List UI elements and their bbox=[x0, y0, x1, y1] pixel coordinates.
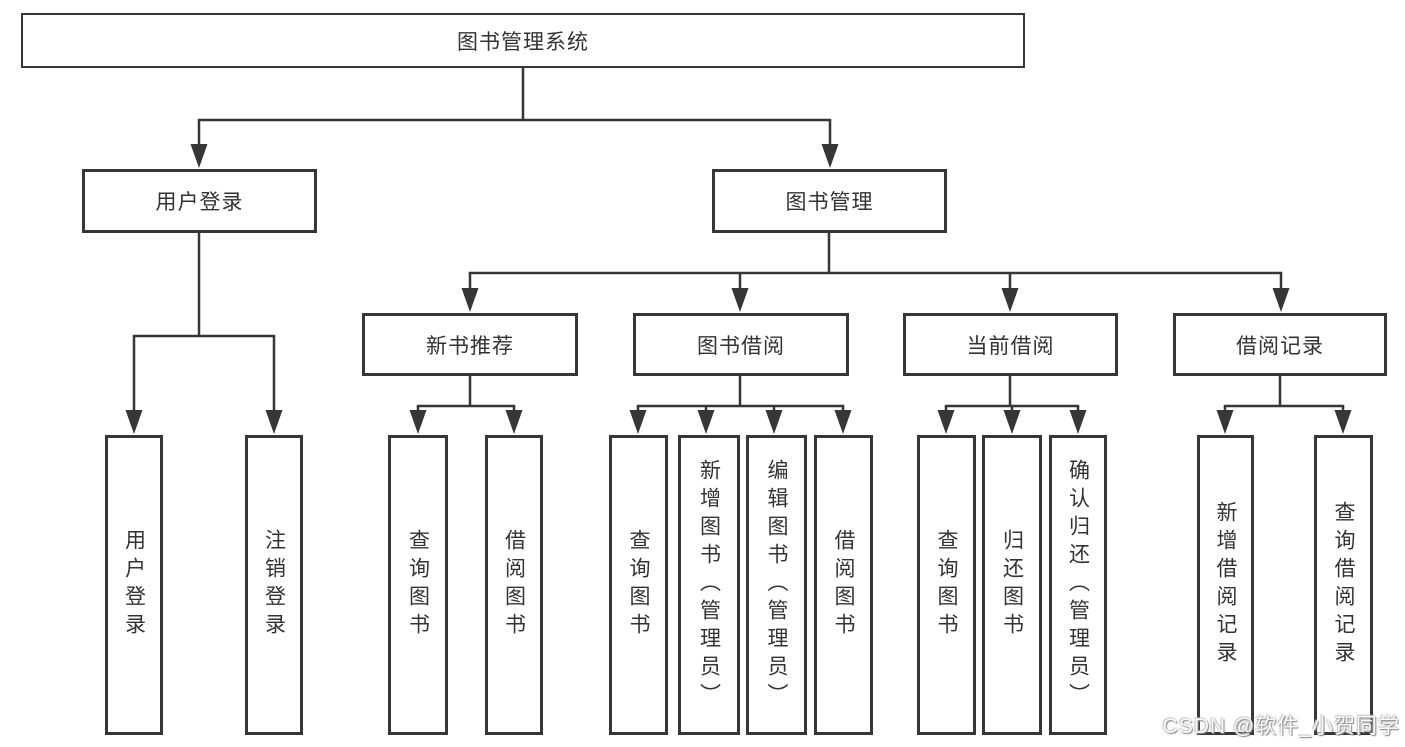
leaf-user-login-action-label: 用户登录 bbox=[122, 529, 146, 641]
node-book-management: 图书管理 bbox=[712, 169, 947, 233]
leaf-user-login-action: 用户登录 bbox=[105, 435, 163, 735]
node-root-label: 图书管理系统 bbox=[457, 30, 589, 54]
leaf-records-query-borrow-record: 查询借阅记录 bbox=[1314, 435, 1373, 735]
leaf-current-confirm-return: 确认归还（管理员） bbox=[1049, 435, 1107, 735]
leaf-borrowing-query-books: 查询图书 bbox=[609, 435, 668, 735]
leaf-borrowing-add-books-label: 新增图书（管理员） bbox=[697, 459, 721, 711]
leaf-current-query-books-label: 查询图书 bbox=[935, 529, 958, 641]
node-current-borrowing: 当前借阅 bbox=[903, 313, 1118, 376]
node-book-borrowing-label: 图书借阅 bbox=[697, 334, 785, 358]
leaf-recommend-query-books-label: 查询图书 bbox=[406, 529, 430, 641]
node-current-borrowing-label: 当前借阅 bbox=[966, 334, 1055, 358]
node-borrowing-records-label: 借阅记录 bbox=[1236, 334, 1324, 358]
leaf-current-confirm-return-label: 确认归还（管理员） bbox=[1066, 459, 1090, 711]
leaf-recommend-query-books: 查询图书 bbox=[388, 435, 448, 735]
leaf-current-query-books: 查询图书 bbox=[917, 435, 976, 735]
leaf-borrowing-edit-books: 编辑图书（管理员） bbox=[746, 435, 807, 735]
node-user-login-label: 用户登录 bbox=[155, 191, 244, 214]
leaf-current-return-books: 归还图书 bbox=[982, 435, 1042, 735]
node-user-login: 用户登录 bbox=[82, 169, 317, 233]
node-borrowing-records: 借阅记录 bbox=[1173, 313, 1387, 376]
leaf-records-add-borrow-record: 新增借阅记录 bbox=[1197, 435, 1254, 735]
leaf-borrowing-borrow-books: 借阅图书 bbox=[814, 435, 873, 735]
node-book-management-label: 图书管理 bbox=[785, 191, 874, 214]
leaf-recommend-borrow-books: 借阅图书 bbox=[485, 435, 543, 735]
leaf-recommend-borrow-books-label: 借阅图书 bbox=[502, 529, 526, 641]
leaf-logout-action: 注销登录 bbox=[245, 435, 303, 735]
csdn-watermark: CSDN @软件_小贺同学 bbox=[1162, 715, 1400, 738]
arrowheads bbox=[125, 144, 1352, 434]
leaf-logout-action-label: 注销登录 bbox=[262, 529, 286, 641]
node-root: 图书管理系统 bbox=[21, 13, 1025, 68]
leaf-records-add-borrow-record-label: 新增借阅记录 bbox=[1214, 501, 1237, 669]
leaf-borrowing-borrow-books-label: 借阅图书 bbox=[832, 529, 855, 641]
leaf-borrowing-query-books-label: 查询图书 bbox=[627, 529, 650, 641]
leaf-borrowing-add-books: 新增图书（管理员） bbox=[678, 435, 740, 735]
node-new-book-recommend: 新书推荐 bbox=[362, 313, 578, 376]
node-book-borrowing: 图书借阅 bbox=[633, 313, 849, 376]
leaf-records-query-borrow-record-label: 查询借阅记录 bbox=[1332, 501, 1355, 669]
node-new-book-recommend-label: 新书推荐 bbox=[426, 334, 514, 358]
leaf-current-return-books-label: 归还图书 bbox=[1000, 529, 1024, 641]
tree-trunk-lines bbox=[132, 66, 1345, 408]
leaf-borrowing-edit-books-label: 编辑图书（管理员） bbox=[765, 459, 788, 711]
